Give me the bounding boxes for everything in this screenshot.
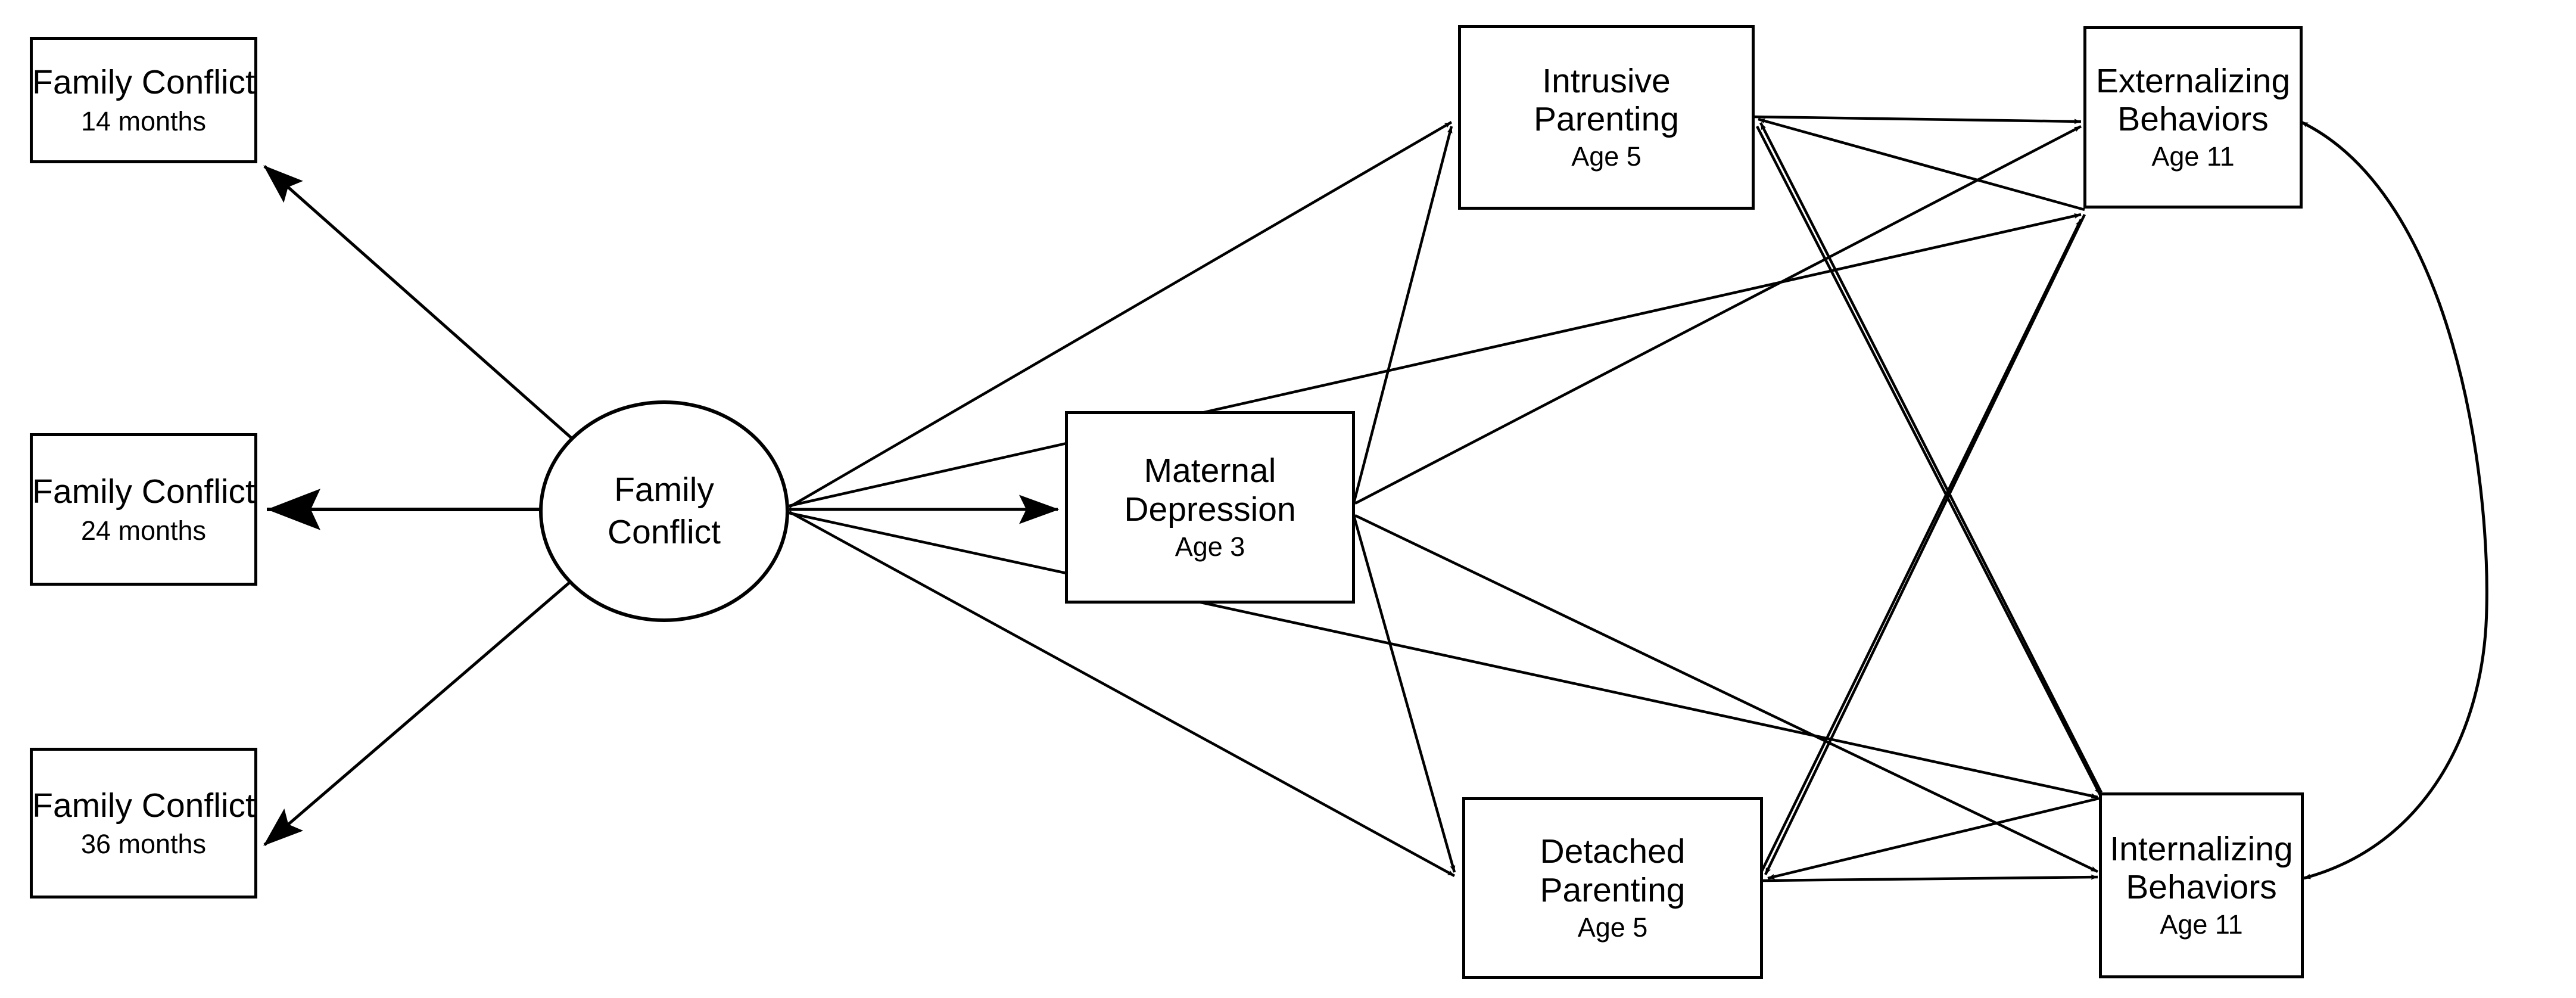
edge-detached-parenting-to-internalizing [1762, 874, 2098, 882]
node-detached-parenting[interactable]: Detached Parenting Age 5 [1462, 797, 1763, 979]
node-label-line1: Maternal [1144, 452, 1276, 490]
node-label: Family Conflict [32, 472, 255, 511]
edge-maternal-depression-to-detached-parenting [1351, 513, 1456, 873]
node-sublabel: 24 months [80, 515, 207, 546]
node-label-line2: Behaviors [2117, 100, 2269, 138]
node-sublabel: Age 3 [1175, 531, 1245, 562]
node-label-line2: Conflict [607, 513, 721, 551]
edge-internalizing-to-intrusive-parenting [1759, 122, 2103, 794]
node-label-line2: Parenting [1540, 870, 1686, 909]
node-sublabel: Age 5 [1577, 912, 1648, 943]
node-sublabel: 14 months [80, 105, 207, 136]
edge-latent-to-fc14 [263, 165, 597, 461]
edge-latent-to-fc36 [263, 559, 597, 846]
node-sublabel: 36 months [80, 829, 207, 860]
edge-externalizing-internalizing-correlation [2300, 120, 2488, 880]
node-externalizing-behaviors[interactable]: Externalizing Behaviors Age 11 [2083, 26, 2303, 209]
edge-maternal-depression-to-intrusive-parenting [1351, 126, 1453, 506]
node-family-conflict-14-months[interactable]: Family Conflict 14 months [30, 37, 257, 163]
node-family-conflict-36-months[interactable]: Family Conflict 36 months [30, 748, 257, 898]
node-label-line1: Detached [1540, 832, 1686, 871]
edge-maternal-depression-to-externalizing [1354, 125, 2082, 505]
edge-externalizing-to-detached-parenting [1764, 214, 2086, 875]
edge-latent-to-detached-parenting [788, 511, 1456, 877]
edge-latent-to-intrusive-parenting [788, 121, 1453, 508]
edge-latent-to-internalizing [789, 511, 2098, 799]
edge-intrusive-parenting-to-internalizing [1755, 125, 2102, 796]
node-sublabel: Age 11 [2151, 141, 2235, 172]
node-label-line1: Intrusive [1542, 61, 1671, 100]
node-label-line2: Depression [1124, 490, 1296, 528]
node-internalizing-behaviors[interactable]: Internalizing Behaviors Age 11 [2099, 792, 2304, 978]
edge-maternal-depression-to-internalizing [1354, 514, 2098, 873]
node-sublabel: Age 11 [2160, 909, 2243, 940]
node-label-line1: Internalizing [2110, 829, 2293, 868]
node-label: Family Conflict [32, 63, 255, 102]
node-label-line2: Parenting [1533, 100, 1679, 138]
node-sublabel: Age 5 [1571, 141, 1641, 172]
edge-detached-parenting-to-externalizing [1760, 219, 2083, 872]
node-label-line1: Externalizing [2095, 61, 2291, 100]
node-family-conflict-24-months[interactable]: Family Conflict 24 months [30, 433, 257, 586]
edge-latent-to-externalizing [789, 213, 2082, 508]
edge-intrusive-parenting-to-externalizing [1754, 115, 2082, 125]
node-maternal-depression[interactable]: Maternal Depression Age 3 [1065, 411, 1355, 604]
node-family-conflict-latent[interactable]: Family Conflict [539, 400, 789, 622]
edge-externalizing-to-intrusive-parenting [1758, 117, 2085, 212]
edge-internalizing-to-detached-parenting [1767, 797, 2100, 880]
node-label-line1: Family [614, 470, 714, 509]
node-intrusive-parenting[interactable]: Intrusive Parenting Age 5 [1458, 25, 1755, 210]
node-label-line2: Behaviors [2126, 868, 2277, 906]
node-label: Family Conflict [32, 786, 255, 825]
